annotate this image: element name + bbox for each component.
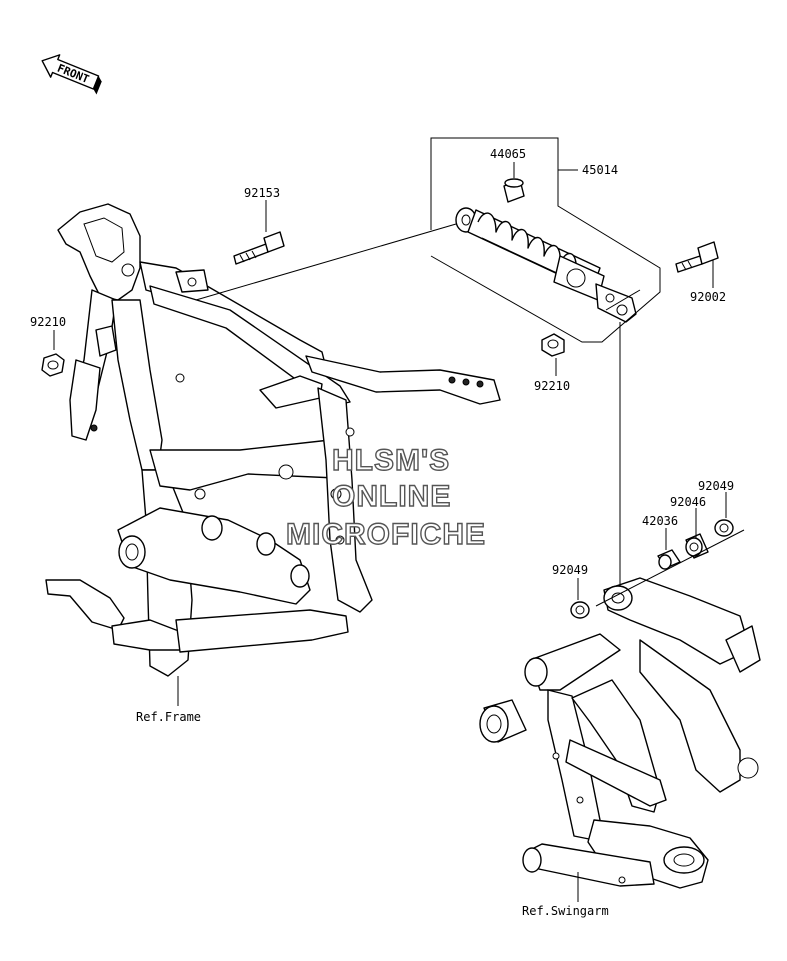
part-number-92153: 92153 (244, 186, 280, 200)
watermark: HLSM'S ONLINE MICROFICHE (285, 443, 486, 551)
part-number-92210-shock: 92210 (534, 379, 570, 393)
part-number-45014: 45014 (582, 163, 618, 177)
seal-92049-lower-icon (570, 601, 590, 619)
watermark-line-3: MICROFICHE (286, 518, 486, 551)
part-number-92002: 92002 (690, 290, 726, 304)
sleeve-42036-icon (657, 549, 681, 570)
swingarm-illustration (479, 577, 761, 889)
part-number-92046: 92046 (670, 495, 706, 509)
frame-illustration (45, 203, 501, 677)
nut-92210-frame-icon (41, 353, 65, 377)
collar-44065-icon (503, 178, 525, 203)
nut-92210-shock-icon (541, 333, 565, 357)
ref-swingarm-label: Ref.Swingarm (522, 904, 609, 918)
watermark-line-2: ONLINE (332, 480, 451, 513)
part-number-42036: 42036 (642, 514, 678, 528)
shock-absorber-45014-icon (455, 207, 637, 323)
part-number-92049-upper: 92049 (698, 479, 734, 493)
part-number-92210-frame: 92210 (30, 315, 66, 329)
ref-frame-label: Ref.Frame (136, 710, 201, 724)
part-number-44065: 44065 (490, 147, 526, 161)
bolt-92002-icon (675, 241, 719, 273)
leader-lines (53, 137, 745, 902)
seal-92049-upper-icon (714, 519, 734, 537)
bolt-92153-icon (233, 231, 285, 265)
bearing-92046-icon (685, 533, 709, 559)
watermark-line-1: HLSM'S (332, 444, 450, 477)
part-number-92049-lower: 92049 (552, 563, 588, 577)
front-arrow-icon: FRONT (41, 54, 102, 95)
